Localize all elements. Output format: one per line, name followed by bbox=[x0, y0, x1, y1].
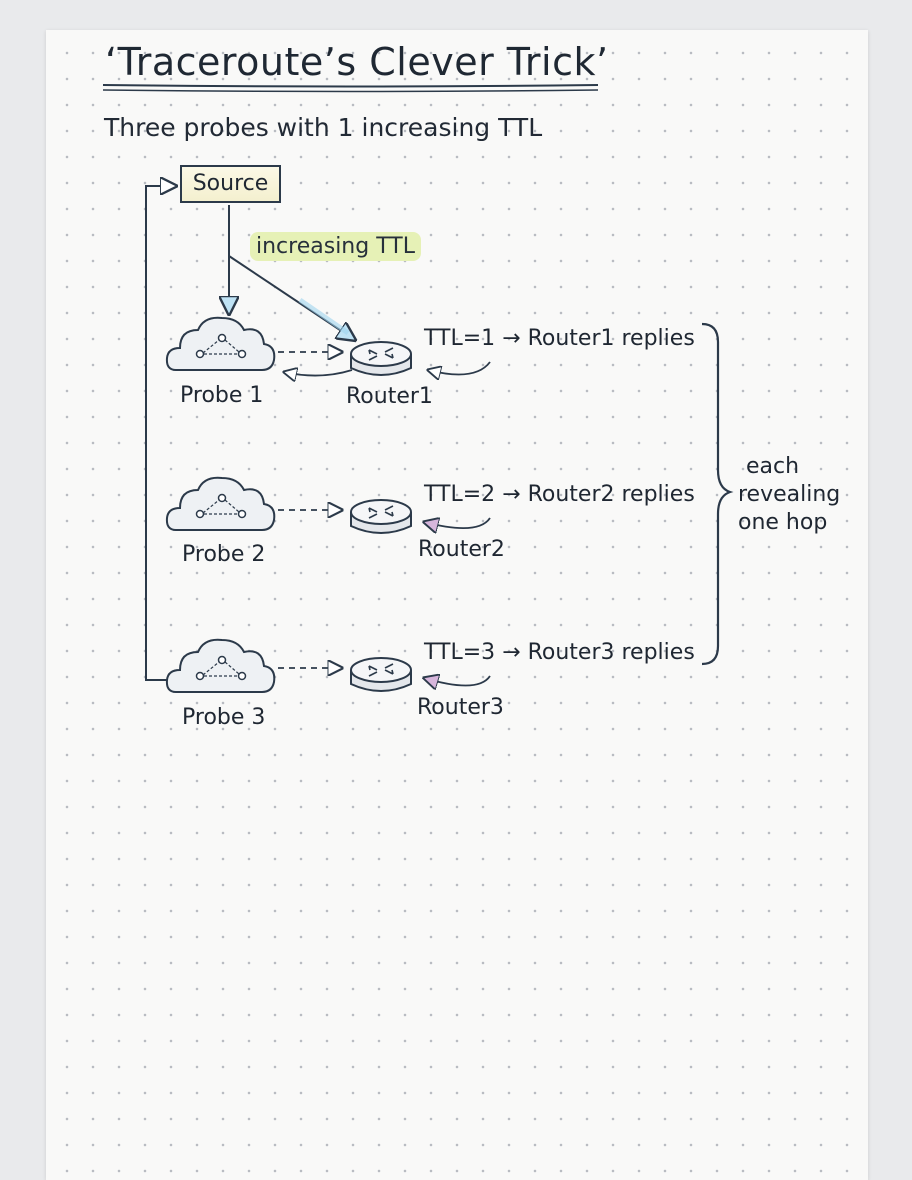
probe1-label: Probe 1 bbox=[180, 383, 264, 408]
probe3-cloud-icon bbox=[165, 638, 276, 693]
probe2-cloud-icon bbox=[165, 476, 276, 531]
page-title: ‘Traceroute’s Clever Trick’ bbox=[105, 40, 609, 84]
page-subtitle: Three probes with 1 increasing TTL bbox=[104, 113, 543, 142]
title-underline bbox=[102, 84, 599, 93]
router1-icon bbox=[350, 341, 412, 376]
router1-reply-arrow bbox=[284, 370, 353, 376]
brace-note-line1: each bbox=[746, 454, 800, 479]
notebook-page bbox=[46, 30, 868, 1180]
router3-icon bbox=[350, 657, 412, 692]
router1-label: Router1 bbox=[346, 384, 433, 409]
increasing-ttl-highlight: increasing TTL bbox=[250, 232, 421, 261]
router2-icon bbox=[350, 499, 412, 534]
ttl3-note: TTL=3 → Router3 replies bbox=[424, 640, 695, 665]
router3-label: Router3 bbox=[417, 695, 504, 720]
loop-back-arrow bbox=[145, 186, 178, 681]
ttl1-reply-curve bbox=[428, 361, 491, 375]
brace-note-line2: revealing bbox=[738, 482, 841, 507]
probe2-label: Probe 2 bbox=[182, 542, 266, 567]
ttl2-note: TTL=2 → Router2 replies bbox=[424, 482, 695, 507]
probe3-label: Probe 3 bbox=[182, 705, 266, 730]
ttl3-reply-curve bbox=[424, 676, 491, 686]
probe1-cloud-icon bbox=[165, 316, 276, 371]
router2-label: Router2 bbox=[418, 537, 505, 562]
curly-brace bbox=[701, 322, 734, 666]
brace-note-line3: one hop bbox=[738, 510, 828, 535]
source-node: Source bbox=[180, 165, 281, 203]
ttl2-reply-curve bbox=[424, 518, 491, 528]
ttl1-note: TTL=1 → Router1 replies bbox=[424, 326, 695, 351]
